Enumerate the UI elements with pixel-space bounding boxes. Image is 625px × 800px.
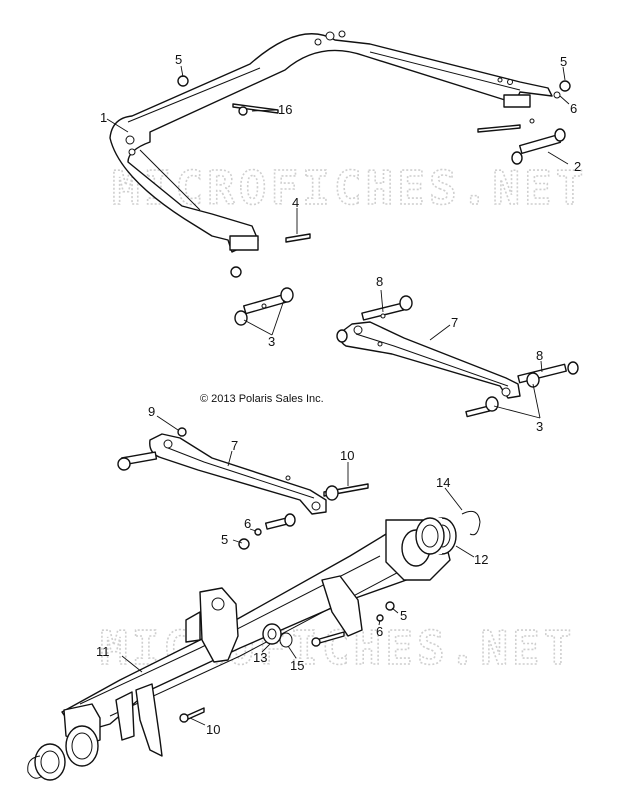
callout-5c: 5 (221, 532, 228, 547)
callout-2: 2 (574, 159, 581, 174)
callout-13: 13 (253, 650, 267, 665)
bearing-left (27, 743, 66, 781)
bushing-set-lower (238, 513, 296, 550)
leader-lines (106, 65, 570, 726)
callout-16: 16 (278, 102, 292, 117)
callout-5b: 5 (560, 54, 567, 69)
callout-11: 11 (96, 644, 110, 659)
callout-10a: 10 (340, 448, 354, 463)
callout-14: 14 (436, 475, 450, 490)
callout-3a: 3 (268, 334, 275, 349)
callout-12: 12 (474, 552, 488, 567)
callout-1: 1 (100, 110, 107, 125)
callout-6a: 6 (570, 101, 577, 116)
callout-5a: 5 (175, 52, 182, 67)
callout-numbers: 1 5 16 5 6 2 4 3 8 7 8 © 2013 Polaris Sa… (96, 52, 581, 737)
axle-housing (61, 519, 451, 767)
callout-7a: 7 (451, 315, 458, 330)
callout-3b: 3 (536, 419, 543, 434)
watermark-top: MICROFICHES.NET (112, 161, 587, 215)
callout-8b: 8 (536, 348, 543, 363)
center-hardware (179, 601, 395, 723)
bushing-set-upper (234, 287, 294, 326)
frame-tube (109, 30, 553, 253)
callout-8a: 8 (376, 274, 383, 289)
callout-5d: 5 (400, 608, 407, 623)
callout-6b: 6 (244, 516, 251, 531)
callout-9: 9 (148, 404, 155, 419)
callout-15: 15 (290, 658, 304, 673)
callout-6c: 6 (376, 624, 383, 639)
callout-7b: 7 (231, 438, 238, 453)
callout-4: 4 (292, 195, 299, 210)
callout-10b: 10 (206, 722, 220, 737)
trailing-arm-lower (117, 427, 369, 515)
bearing-right (415, 510, 481, 555)
copyright-text: © 2013 Polaris Sales Inc. (200, 393, 324, 405)
